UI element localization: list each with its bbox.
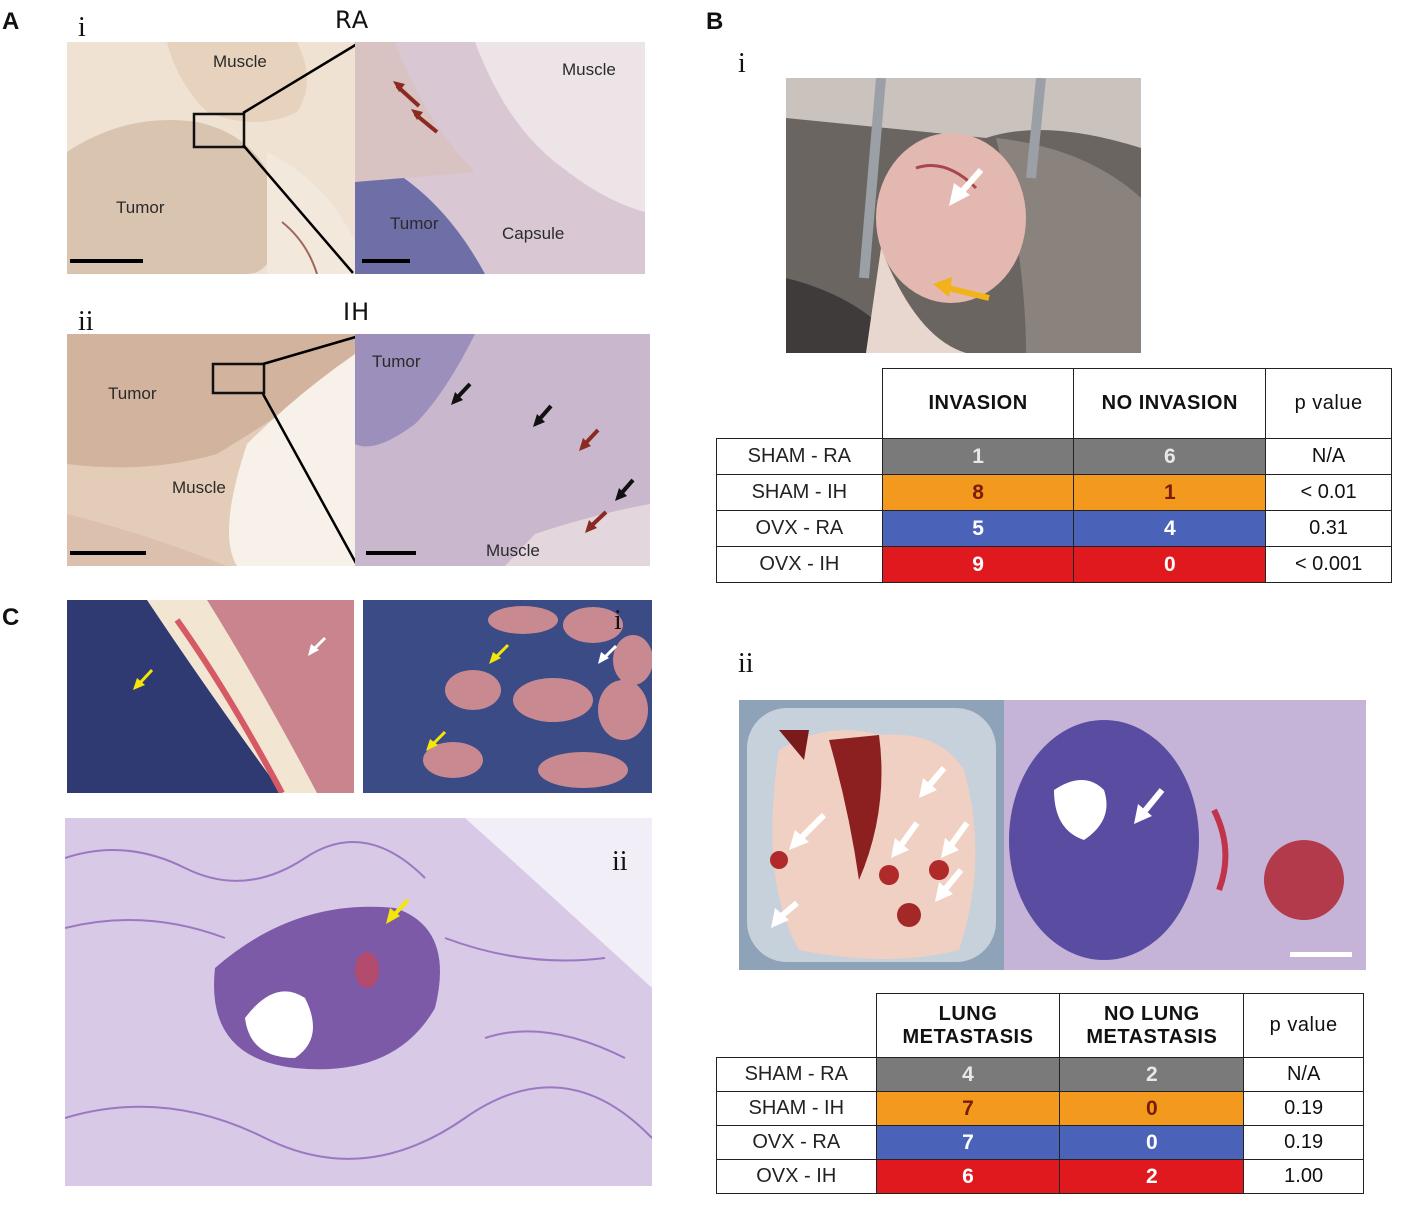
scale-bar-b-ii [1290,952,1352,957]
p-value-cell: < 0.01 [1265,474,1392,511]
photo-b-ii-lungs [739,700,1004,970]
histology-image-c-i-right [363,600,652,793]
panel-a-i-condition: RA [335,6,370,34]
table-b-ii-metastasis: LUNG METASTASIS NO LUNG METASTASIS p val… [716,993,1364,1194]
histology-image-b-ii-lung [1004,700,1366,970]
p-value-cell: 0.19 [1243,1091,1364,1126]
arrows-b-ii-lungs [771,766,970,928]
panel-b-ii-label: ii [738,648,754,679]
label-tumor-a-ii-left: Tumor [108,384,157,403]
count-cell: 5 [881,510,1075,547]
panel-label-c: C [2,604,20,631]
group-cell: SHAM - IH [716,1091,877,1126]
p-value-cell: < 0.001 [1265,546,1392,583]
panel-a-ii-condition: IH [343,298,371,326]
p-value-cell: 0.31 [1265,510,1392,547]
scale-bar-a-ii-right [366,551,416,555]
group-cell: SHAM - IH [716,474,883,511]
count-cell: 7 [875,1091,1061,1126]
count-cell: 9 [881,546,1075,583]
count-cell: 1 [1073,474,1267,511]
scale-bar-a-ii-left [70,551,146,555]
table-b-i-header-no-invasion: NO INVASION [1073,368,1267,439]
count-cell: 0 [1059,1125,1245,1160]
count-cell: 0 [1059,1091,1245,1126]
count-cell: 6 [1073,438,1267,475]
panel-label-a: A [2,8,20,35]
count-cell: 2 [1059,1159,1245,1194]
panel-b-i-label: i [738,48,746,79]
label-tumor-a-i-right: Tumor [390,214,439,233]
histology-image-c-ii-lung [65,818,652,1186]
count-cell: 2 [1059,1057,1245,1092]
group-cell: OVX - RA [716,510,883,547]
histology-image-a-i-high-mag [355,42,645,274]
label-tumor-a-ii-right: Tumor [372,352,421,371]
table-b-i-header-p-value: p value [1265,368,1392,439]
label-muscle-a-i-right: Muscle [562,60,616,79]
count-cell: 1 [881,438,1075,475]
group-cell: OVX - IH [716,546,883,583]
p-value-cell: N/A [1265,438,1392,475]
histology-image-c-i-left [67,600,354,793]
count-cell: 4 [1073,510,1267,547]
histology-image-a-i-low-mag [67,42,355,274]
table-b-ii-header-p-value: p value [1243,993,1364,1058]
scale-bar-a-i-right [362,259,410,263]
label-tumor-a-i-left: Tumor [116,198,165,217]
panel-a-ii-label: ii [78,306,94,337]
table-b-ii-corner [716,993,877,1058]
p-value-cell: N/A [1243,1057,1364,1092]
photo-b-i-dissection [786,78,1141,353]
zoom-lines-a-i [242,42,358,274]
p-value-cell: 0.19 [1243,1125,1364,1160]
histology-image-a-ii-low-mag [67,334,355,566]
table-b-ii-header-lung-metastasis: LUNG METASTASIS [875,993,1061,1058]
histology-image-a-ii-high-mag [355,334,650,566]
count-cell: 4 [875,1057,1061,1092]
count-cell: 0 [1073,546,1267,583]
label-muscle-a-i-left: Muscle [213,52,267,71]
table-b-i-corner [716,368,883,439]
panel-c-ii-label: ii [612,846,628,877]
panel-a-i-label: i [78,12,86,43]
label-muscle-a-ii-right: Muscle [486,541,540,560]
label-muscle-a-ii-left: Muscle [172,478,226,497]
panel-label-b: B [706,8,724,35]
group-cell: OVX - RA [716,1125,877,1160]
table-b-ii-header-no-lung-metastasis: NO LUNG METASTASIS [1059,993,1245,1058]
group-cell: OVX - IH [716,1159,877,1194]
count-cell: 8 [881,474,1075,511]
zoom-lines-a-ii [261,334,360,566]
table-b-i-header-invasion: INVASION [881,368,1075,439]
scale-bar-a-i-left [70,259,143,263]
group-cell: SHAM - RA [716,1057,877,1092]
panel-c-i-label: i [614,605,622,636]
p-value-cell: 1.00 [1243,1159,1364,1194]
label-capsule-a-i-right: Capsule [502,224,565,243]
count-cell: 7 [875,1125,1061,1160]
count-cell: 6 [875,1159,1061,1194]
group-cell: SHAM - RA [716,438,883,475]
